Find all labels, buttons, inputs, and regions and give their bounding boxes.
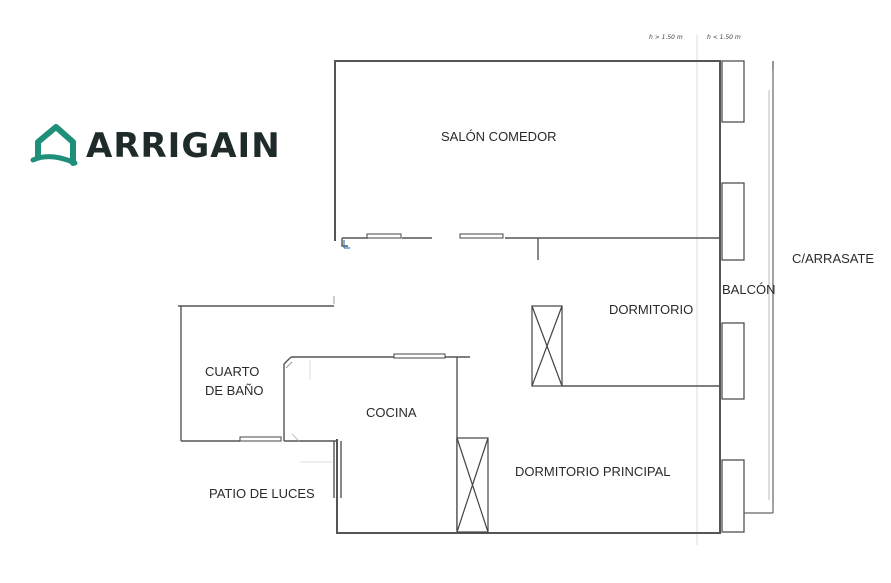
salon-lower-wall [341,237,720,260]
salon-windows [366,233,504,239]
label-dormitorio-principal: DORMITORIO PRINCIPAL [515,464,671,479]
wardrobe-principal [456,437,489,533]
salon-corner-accent [343,240,350,249]
label-salon-comedor: SALÓN COMEDOR [441,129,557,144]
label-bano-line1: CUARTO [205,364,260,379]
logo-text: ARRIGAIN [86,126,281,166]
bano-door-swing [291,433,300,442]
guide-lines [300,35,698,545]
height-label-below: h < 1.50 m [707,34,741,41]
label-balcon: BALCÓN [722,282,776,297]
bano-door-marks [285,296,335,369]
bano-walls [178,305,470,442]
outer-walls [334,60,721,534]
bano-window [239,353,446,442]
cocina-walls [333,357,458,530]
label-street: C/ARRASATE [792,251,875,266]
balcony-edge [744,61,774,514]
house-icon [30,124,78,166]
balcony-windows [721,60,745,533]
height-label-above: h > 1.50 m [649,34,683,41]
label-cocina: COCINA [366,405,417,420]
label-bano-line2: DE BAÑO [205,383,264,398]
wardrobe-dormitorio [531,305,563,387]
label-patio-de-luces: PATIO DE LUCES [209,486,315,501]
label-dormitorio: DORMITORIO [609,302,694,317]
